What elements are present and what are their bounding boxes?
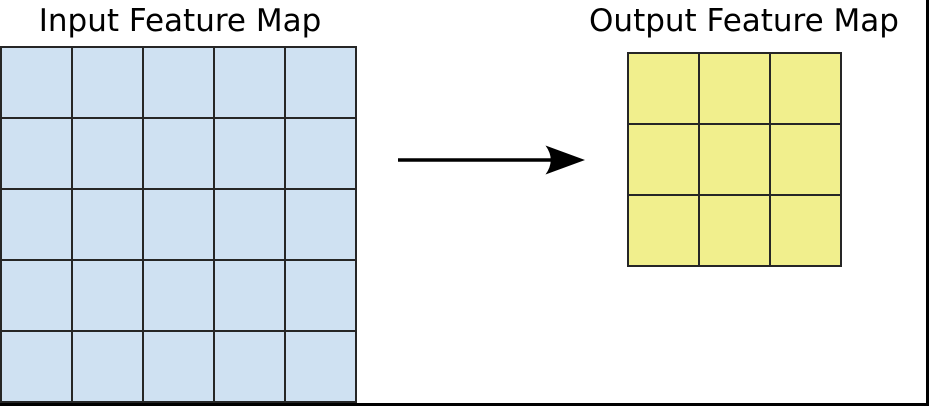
output-feature-map-grid xyxy=(627,52,842,267)
input-cell xyxy=(215,190,284,259)
input-cell xyxy=(2,332,71,401)
input-feature-map-grid xyxy=(0,46,357,403)
input-cell xyxy=(73,48,142,117)
arrow-head xyxy=(545,145,585,175)
input-cell xyxy=(215,261,284,330)
figure-border-bottom xyxy=(0,403,929,406)
right-arrow-icon xyxy=(398,145,585,175)
output-cell xyxy=(700,196,769,265)
input-cell xyxy=(286,119,355,188)
output-cell xyxy=(771,54,840,123)
input-feature-map-title: Input Feature Map xyxy=(38,3,322,39)
output-cell xyxy=(771,196,840,265)
input-cell xyxy=(286,261,355,330)
input-cell xyxy=(215,48,284,117)
input-cell xyxy=(144,332,213,401)
output-cell xyxy=(700,125,769,194)
input-cell xyxy=(144,261,213,330)
input-cell xyxy=(144,190,213,259)
input-cell xyxy=(286,48,355,117)
figure-border-right xyxy=(926,0,929,406)
input-cell xyxy=(144,48,213,117)
output-feature-map-title: Output Feature Map xyxy=(589,3,899,39)
output-cell xyxy=(771,125,840,194)
input-cell xyxy=(73,332,142,401)
input-cell xyxy=(73,119,142,188)
input-cell xyxy=(215,119,284,188)
input-cell xyxy=(2,190,71,259)
output-cell xyxy=(629,125,698,194)
input-cell xyxy=(144,119,213,188)
input-cell xyxy=(2,119,71,188)
output-cell xyxy=(629,196,698,265)
input-cell xyxy=(286,190,355,259)
input-cell xyxy=(73,261,142,330)
input-cell xyxy=(2,48,71,117)
output-cell xyxy=(629,54,698,123)
input-cell xyxy=(2,261,71,330)
input-cell xyxy=(73,190,142,259)
input-cell xyxy=(215,332,284,401)
output-cell xyxy=(700,54,769,123)
input-cell xyxy=(286,332,355,401)
